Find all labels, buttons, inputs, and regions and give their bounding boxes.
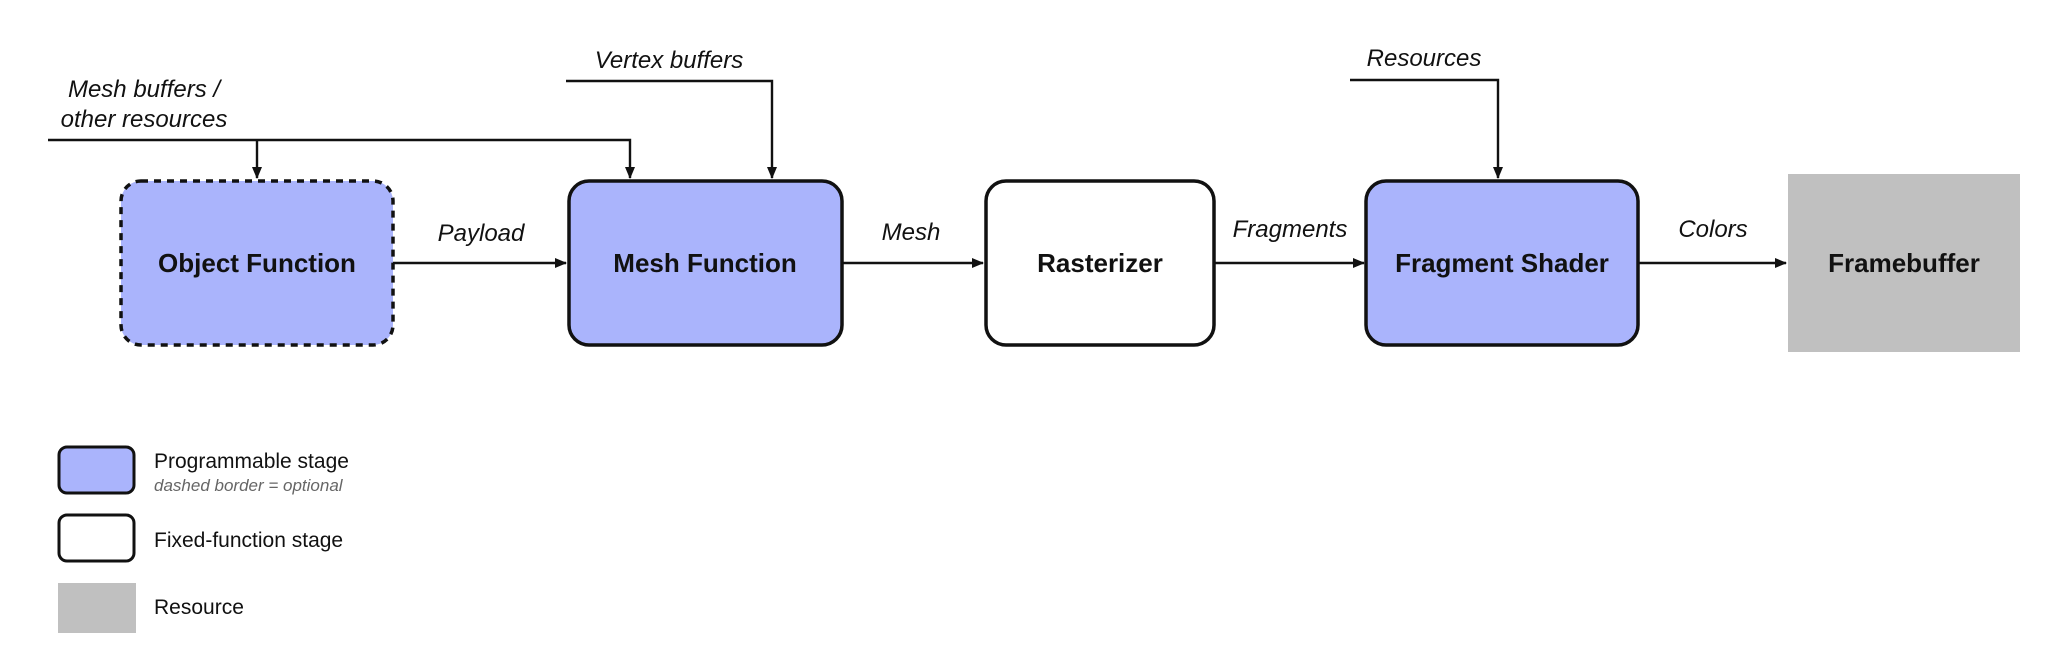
legend-fixed-swatch [57, 513, 136, 563]
mesh-label: Mesh [882, 219, 941, 246]
edge-colors: Colors [1638, 216, 1787, 268]
edge-fragments: Fragments [1214, 216, 1365, 268]
mesh-function-label: Mesh Function [613, 248, 796, 278]
resources-input: Resources [1350, 45, 1503, 179]
rasterizer-box [984, 179, 1216, 347]
legend-fixed-label: Fixed-function stage [154, 529, 343, 552]
mesh-buffers-wire [48, 138, 635, 179]
framebuffer-box [1788, 174, 2020, 352]
fragment-shader-label: Fragment Shader [1395, 248, 1609, 278]
mesh-buffers-label-line1: Mesh buffers / [68, 76, 222, 103]
legend-programmable: Programmable stage dashed border = optio… [57, 445, 349, 495]
rasterizer-label: Rasterizer [1037, 248, 1163, 278]
resource-framebuffer: Framebuffer [1788, 174, 2020, 352]
mesh-function-box [567, 179, 844, 347]
fragments-label: Fragments [1233, 216, 1348, 243]
vertex-buffers-input: Vertex buffers [566, 47, 777, 179]
mesh-buffers-input: Mesh buffers / other resources [48, 76, 635, 179]
legend-programmable-label: Programmable stage [154, 450, 349, 473]
fragment-shader-box [1364, 179, 1640, 347]
resources-label: Resources [1367, 45, 1482, 72]
vertex-buffers-label: Vertex buffers [595, 47, 744, 74]
legend-programmable-note: dashed border = optional [154, 476, 344, 495]
legend-resource-swatch [58, 583, 136, 633]
legend-fixed: Fixed-function stage [57, 513, 343, 563]
legend-resource: Resource [58, 583, 244, 633]
stage-rasterizer: Rasterizer [984, 179, 1216, 347]
mesh-buffers-label-line2: other resources [61, 106, 228, 133]
resources-wire [1350, 78, 1503, 179]
edge-payload: Payload [393, 220, 567, 268]
legend: Programmable stage dashed border = optio… [57, 445, 349, 633]
colors-label: Colors [1678, 216, 1747, 243]
framebuffer-label: Framebuffer [1828, 248, 1980, 278]
vertex-buffers-wire [566, 79, 777, 179]
legend-resource-label: Resource [154, 596, 244, 619]
object-function-box [119, 179, 395, 347]
edge-mesh: Mesh [842, 219, 984, 268]
object-function-label: Object Function [158, 248, 356, 278]
payload-label: Payload [438, 220, 525, 247]
legend-programmable-swatch [57, 445, 136, 495]
stage-object-function: Object Function [119, 179, 395, 347]
stage-mesh-function: Mesh Function [567, 179, 844, 347]
stage-fragment-shader: Fragment Shader [1364, 179, 1640, 347]
